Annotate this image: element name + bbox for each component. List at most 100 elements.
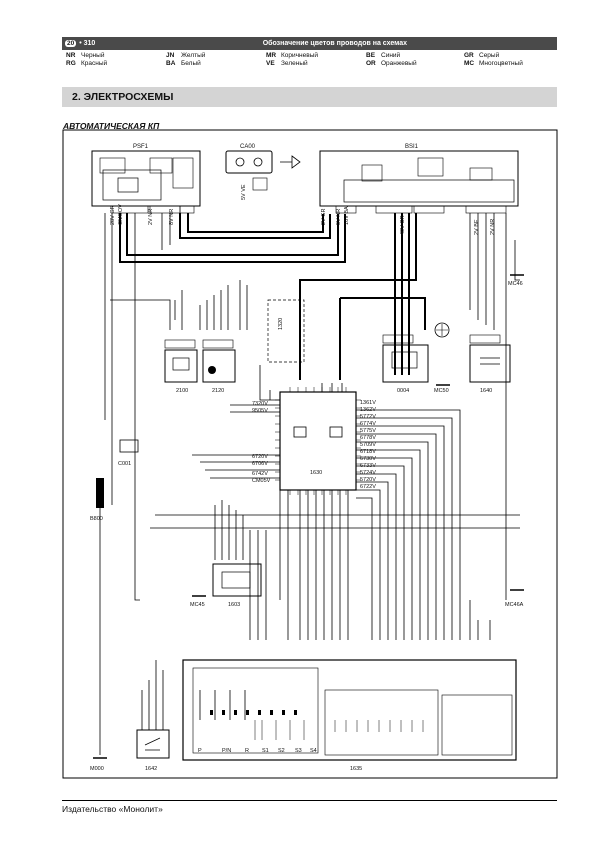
c1642-label: 1642 <box>145 766 157 772</box>
svg-text:5V VE: 5V VE <box>241 184 247 200</box>
svg-text:6774V: 6774V <box>360 421 376 427</box>
sensor-1640: 1640 <box>469 334 511 394</box>
ecu-left-pin-labels: 7320V 9505V 6720V 6706V 6742V CM05V <box>252 401 271 484</box>
c1640-label: 1640 <box>480 388 492 394</box>
svg-text:9505V: 9505V <box>252 408 268 414</box>
svg-text:6730V: 6730V <box>360 456 376 462</box>
footer-divider <box>62 800 557 801</box>
top-wire-labels: 28V GR CMOOV 2V NR 8V NR 5V VE 2V GR 5V … <box>110 184 496 235</box>
svg-text:6720V: 6720V <box>252 454 268 460</box>
gear-pos-pn: P/N <box>222 748 231 754</box>
svg-text:28V GR: 28V GR <box>110 205 116 225</box>
instrument-0004: 0004 <box>382 334 429 394</box>
c2100-label: 2100 <box>176 388 188 394</box>
svg-text:6706V: 6706V <box>252 461 268 467</box>
page-header: 20 • 310 Обозначение цветов проводов на … <box>62 37 557 50</box>
relay-2100: 2100 <box>164 339 198 394</box>
mc50-label: MC50 <box>434 388 449 394</box>
mc46-label: MC46 <box>508 281 523 287</box>
page-number: 310 <box>83 40 96 47</box>
ground-m000: M000 <box>90 757 107 772</box>
gear-pos-s4: S4 <box>310 748 317 754</box>
psf1-box: PSF1 <box>91 144 201 207</box>
svg-text:6733V: 6733V <box>360 463 376 469</box>
c0004-label: 0004 <box>397 388 409 394</box>
svg-text:5720V: 5720V <box>360 477 376 483</box>
ecu-1630: 1630 <box>275 387 361 495</box>
b800-label: B800 <box>90 516 103 522</box>
bsi1-label: BSI1 <box>405 144 419 150</box>
trunk-wires <box>119 213 426 380</box>
svg-text:8V NR: 8V NR <box>169 209 175 225</box>
ground-mc46a: MC46A <box>505 589 524 608</box>
ground-mc45: MC45 <box>190 595 206 608</box>
svg-text:40V GR: 40V GR <box>400 215 406 235</box>
bsi1-box: BSI1 <box>319 144 519 207</box>
switch-1603: 1603 <box>212 563 262 608</box>
chapter-badge: 20 <box>65 40 77 47</box>
m000-label: M000 <box>90 766 104 772</box>
relay-1642: 1642 <box>136 729 170 772</box>
c1630-label: 1630 <box>310 470 322 476</box>
psf1-label: PSF1 <box>133 144 149 150</box>
gearbox-1635: P P/N R S1 S2 S3 S4 1635 <box>182 659 517 772</box>
svg-text:16V BA: 16V BA <box>344 206 350 225</box>
svg-text:6722V: 6722V <box>360 484 376 490</box>
gear-pos-s3: S3 <box>295 748 302 754</box>
section-title: 2. ЭЛЕКТРОСХЕМЫ <box>62 87 557 107</box>
svg-text:CM05V: CM05V <box>252 478 271 484</box>
signal-wires <box>99 213 520 755</box>
publisher-footer: Издательство «Монолит» <box>62 804 163 814</box>
mc46a-label: MC46A <box>505 602 524 608</box>
connector-c001: C001 <box>118 439 139 467</box>
header-title: Обозначение цветов проводов на схемах <box>262 40 407 47</box>
gear-pos-s1: S1 <box>262 748 269 754</box>
svg-text:7320V: 7320V <box>252 401 268 407</box>
page-number-group: 20 • 310 <box>65 40 96 47</box>
svg-text:5V NR: 5V NR <box>336 209 342 225</box>
svg-text:5772V: 5772V <box>360 414 376 420</box>
svg-text:6778V: 6778V <box>360 435 376 441</box>
ca00-switch: CA00 <box>225 144 301 191</box>
svg-text:2V BE: 2V BE <box>474 219 480 235</box>
ecu-right-pin-labels: 1361V 1362V 5772V 6774V 5775V 6778V 5709… <box>360 400 376 490</box>
ca00-label: CA00 <box>240 144 256 150</box>
mc45-label: MC45 <box>190 602 205 608</box>
c001-label: C001 <box>118 461 131 467</box>
c1603-label: 1603 <box>228 602 240 608</box>
gear-pos-s2: S2 <box>278 748 285 754</box>
svg-text:CMOOV: CMOOV <box>118 204 124 225</box>
engine-ecu-1320: 1320 <box>267 299 305 363</box>
gear-pos-r: R <box>245 748 249 754</box>
svg-text:1361V: 1361V <box>360 400 376 406</box>
c1635-label: 1635 <box>350 766 362 772</box>
svg-text:5724V: 5724V <box>360 470 376 476</box>
relay-2120: 2120 <box>202 339 236 394</box>
svg-text:2V NR: 2V NR <box>490 219 496 235</box>
c1320-label: 1320 <box>278 318 284 330</box>
diagram-frame <box>62 129 558 779</box>
svg-text:6742V: 6742V <box>252 471 268 477</box>
svg-text:2V GR: 2V GR <box>321 208 327 225</box>
ground-mc50: MC50 <box>434 322 450 394</box>
diagram-subtitle: АВТОМАТИЧЕСКАЯ КП <box>63 121 160 131</box>
svg-text:5709V: 5709V <box>360 442 376 448</box>
c2120-label: 2120 <box>212 388 224 394</box>
ground-mc46: MC46 <box>508 274 524 287</box>
svg-text:2V NR: 2V NR <box>148 209 154 225</box>
svg-text:6718V: 6718V <box>360 449 376 455</box>
svg-text:5775V: 5775V <box>360 428 376 434</box>
ground-b800: B800 <box>90 478 104 522</box>
